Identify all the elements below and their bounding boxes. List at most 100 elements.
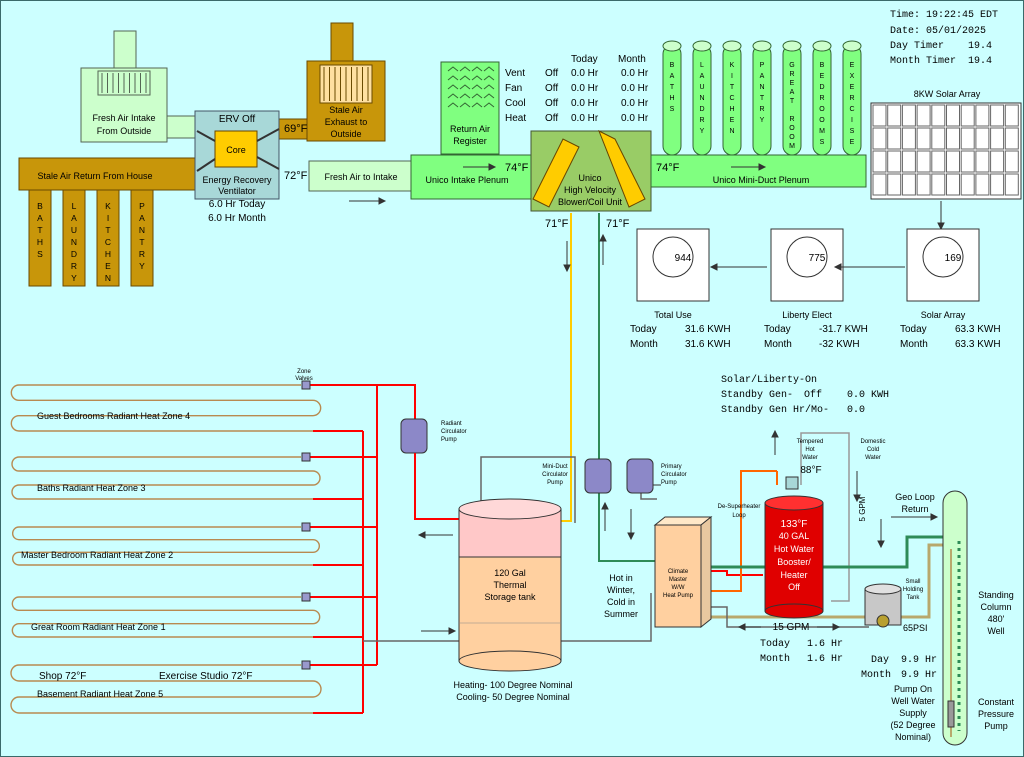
stale-exhaust-line2: Exhaust to [325, 117, 368, 127]
mini-duct-pump-line2: Circulator [542, 472, 568, 478]
small-holding-tank [864, 583, 902, 628]
supply-duct-label: R [699, 117, 704, 124]
flow-horizontal: 15 GPM [773, 622, 810, 633]
season-note-line1: Hot in [609, 573, 633, 583]
pump-status-line1: Pump On [894, 684, 932, 694]
runtime-status: Off [545, 113, 558, 124]
pump-day: 9.9 Hr [901, 655, 937, 666]
supply-duct-cap [662, 40, 682, 52]
constant-pump-line2: Pressure [978, 709, 1014, 719]
supply-duct-label: O [819, 106, 825, 113]
solar-cell [887, 173, 902, 196]
solar-cell [1004, 173, 1019, 196]
domestic-cold-line1: Domestic [860, 439, 885, 445]
solar-cell [887, 104, 902, 127]
runtime-today: 0.0 Hr [571, 113, 599, 124]
radiant-tubing [11, 526, 320, 566]
pressure-psi: 65PSI [903, 623, 928, 633]
pump-month-label: Month [861, 669, 891, 681]
radiant-tubing [10, 664, 322, 714]
mini-duct-circulator-pump [584, 458, 612, 494]
primary-pump-line2: Circulator [661, 472, 687, 478]
solar-cell [901, 127, 916, 150]
solar-cell [916, 104, 931, 127]
exhaust-stack [330, 22, 354, 64]
supply-duct-label: R [849, 95, 854, 102]
grille-mark [447, 93, 459, 99]
fresh-temp: 72°F [284, 170, 308, 182]
solar-cell [872, 104, 887, 127]
solar-cell [872, 127, 887, 150]
register-grille-icon [447, 66, 495, 108]
supply-duct-label: S [670, 106, 675, 113]
solar-cell [975, 104, 990, 127]
solar-cell [960, 127, 975, 150]
supply-duct-label: X [850, 73, 855, 80]
tank-line3: Storage tank [484, 592, 536, 602]
flow-vertical: 5 GPM [858, 496, 867, 521]
unico-mini-duct-plenum [650, 154, 867, 188]
zone-valve-icon [301, 452, 311, 462]
solar-cell [1004, 127, 1019, 150]
fresh-air-louver-icon [97, 70, 151, 96]
meter-dial-icon [922, 236, 964, 278]
season-note-line2: Winter, [607, 585, 635, 595]
erv-status: ERV Off [219, 114, 256, 125]
solar-cell [990, 104, 1005, 127]
hp-today-label: Today [760, 638, 790, 650]
meter-today-label: Today [764, 324, 791, 335]
grille-mark [447, 66, 459, 72]
erv-flow-arrows [196, 128, 280, 172]
energy-source: Solar/Liberty-On [721, 374, 817, 386]
primary-pump-line3: Pump [661, 480, 677, 486]
supply-duct-label: A [700, 73, 705, 80]
right-arrow-icon [891, 513, 939, 521]
grille-mark [459, 93, 471, 99]
return-duct [62, 189, 86, 287]
solar-cell [872, 173, 887, 196]
supply-duct-label: N [759, 84, 764, 91]
grille-mark [471, 75, 483, 81]
month-timer-value: 19.4 [968, 56, 992, 67]
return-air-register-line1: Return Air [450, 124, 490, 134]
return-duct-label: P [139, 201, 145, 211]
domestic-cold-line2: Cold [867, 447, 879, 453]
supply-duct-label: E [820, 73, 825, 80]
runtime-today: 0.0 Hr [571, 83, 599, 94]
supply-duct-label: N [699, 95, 704, 102]
solar-cell [960, 173, 975, 196]
tempered-temp: 88°F [800, 465, 821, 476]
pump-month: 9.9 Hr [901, 670, 937, 681]
constant-pump-line1: Constant [978, 697, 1015, 707]
runtime-header-month: Month [618, 54, 646, 65]
supply-duct-label: T [670, 84, 675, 91]
grille-mark [459, 84, 471, 90]
return-duct-label: H [105, 249, 111, 259]
radiant-tubing [10, 384, 322, 432]
supply-duct-label: C [729, 95, 734, 102]
supply-duct-label: L [700, 62, 704, 69]
exhaust-temp: 69°F [284, 123, 308, 135]
coil-right-temp: 71°F [606, 218, 630, 230]
radiant-loops [10, 380, 459, 714]
grille-mark [459, 66, 471, 72]
return-duct-label: Y [71, 273, 77, 283]
stale-exhaust-line3: Outside [330, 129, 361, 139]
supply-duct-label: U [699, 84, 704, 91]
supply-duct-label: H [729, 106, 734, 113]
supply-duct-label: T [730, 84, 735, 91]
supply-duct-label: I [731, 73, 733, 80]
fresh-air-hood [113, 30, 137, 70]
supply-duct-label: K [730, 62, 735, 69]
well-line1: Standing [978, 590, 1014, 600]
fresh-air-intake-line2: From Outside [97, 126, 152, 136]
return-duct-label: H [37, 237, 43, 247]
supply-duct-label: A [670, 73, 675, 80]
runtime-month: 0.0 Hr [621, 68, 649, 79]
return-duct-label: K [105, 201, 111, 211]
unico-line1: Unico [578, 173, 601, 183]
mini-duct-plenum-label: Unico Mini-Duct Plenum [713, 175, 810, 185]
solar-cell [872, 150, 887, 173]
